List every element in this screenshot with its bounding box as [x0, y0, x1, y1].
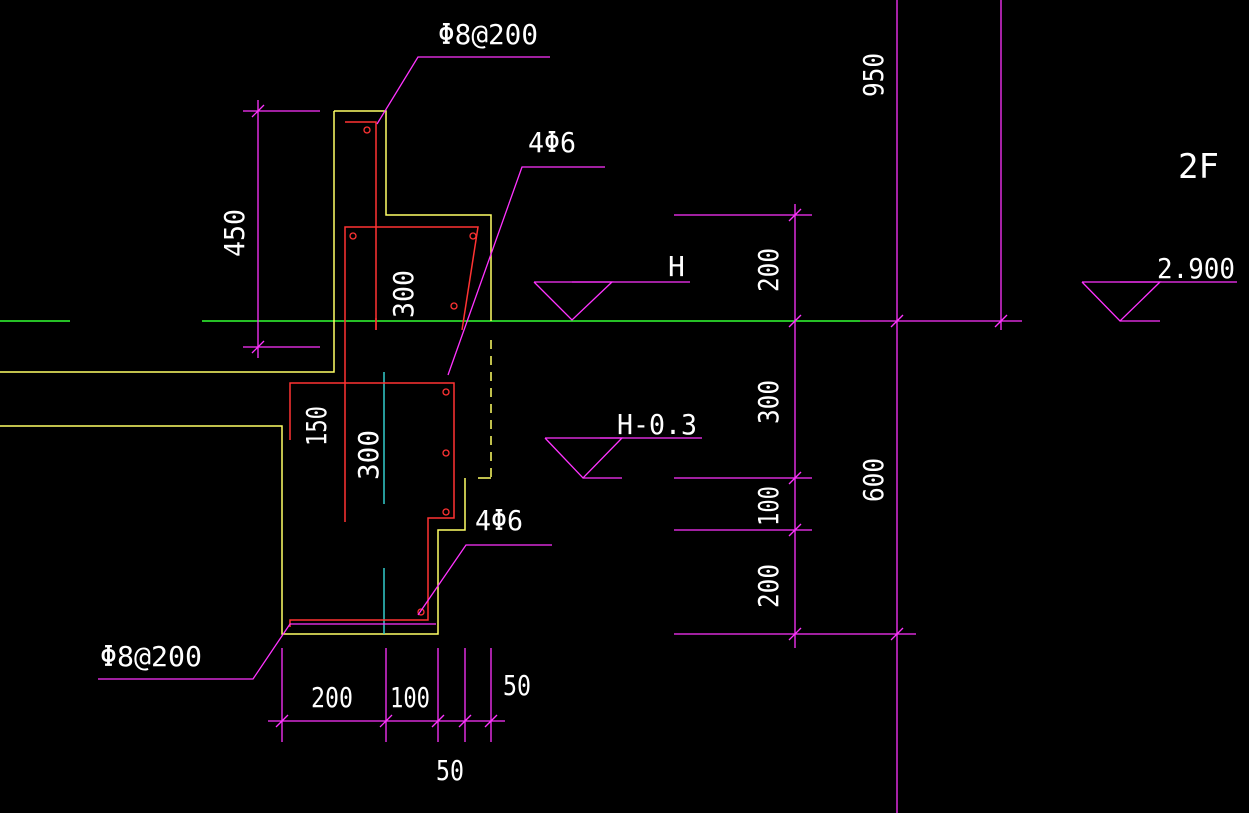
label-level-h: H [668, 250, 685, 283]
rebar-dots [349, 126, 477, 616]
rebar-cage [289, 121, 479, 627]
dim-lower-offset: 150 [300, 406, 333, 446]
dim-right-200-top: 200 [752, 248, 785, 292]
dim-right-200-bottom: 200 [752, 564, 785, 608]
dim-curb-height: 450 [218, 209, 251, 257]
label-upper-bars: 4Φ6 [528, 126, 576, 159]
dim-bottom-50-right: 50 [503, 669, 531, 702]
dim-right-300: 300 [752, 380, 785, 424]
dimension-lines [98, 0, 1237, 813]
label-top-stirrup: Φ8@200 [438, 18, 538, 51]
label-floor-name: 2F [1178, 147, 1219, 187]
dim-total-950: 950 [857, 53, 890, 97]
dim-upper-beam-depth: 300 [387, 270, 420, 318]
label-lower-bars: 4Φ6 [475, 504, 523, 537]
dim-bottom-50-below: 50 [436, 754, 464, 787]
concrete-outline [0, 110, 492, 635]
dim-bottom-200: 200 [311, 681, 353, 714]
label-bottom-stirrup: Φ8@200 [100, 640, 202, 673]
dim-right-100: 100 [752, 486, 785, 526]
dim-bottom-100: 100 [390, 681, 430, 714]
dim-lower-beam-depth: 300 [352, 430, 385, 480]
label-level-value: 2.900 [1157, 252, 1235, 285]
dim-total-600: 600 [857, 458, 890, 502]
label-level-h-minus: H-0.3 [617, 408, 697, 441]
